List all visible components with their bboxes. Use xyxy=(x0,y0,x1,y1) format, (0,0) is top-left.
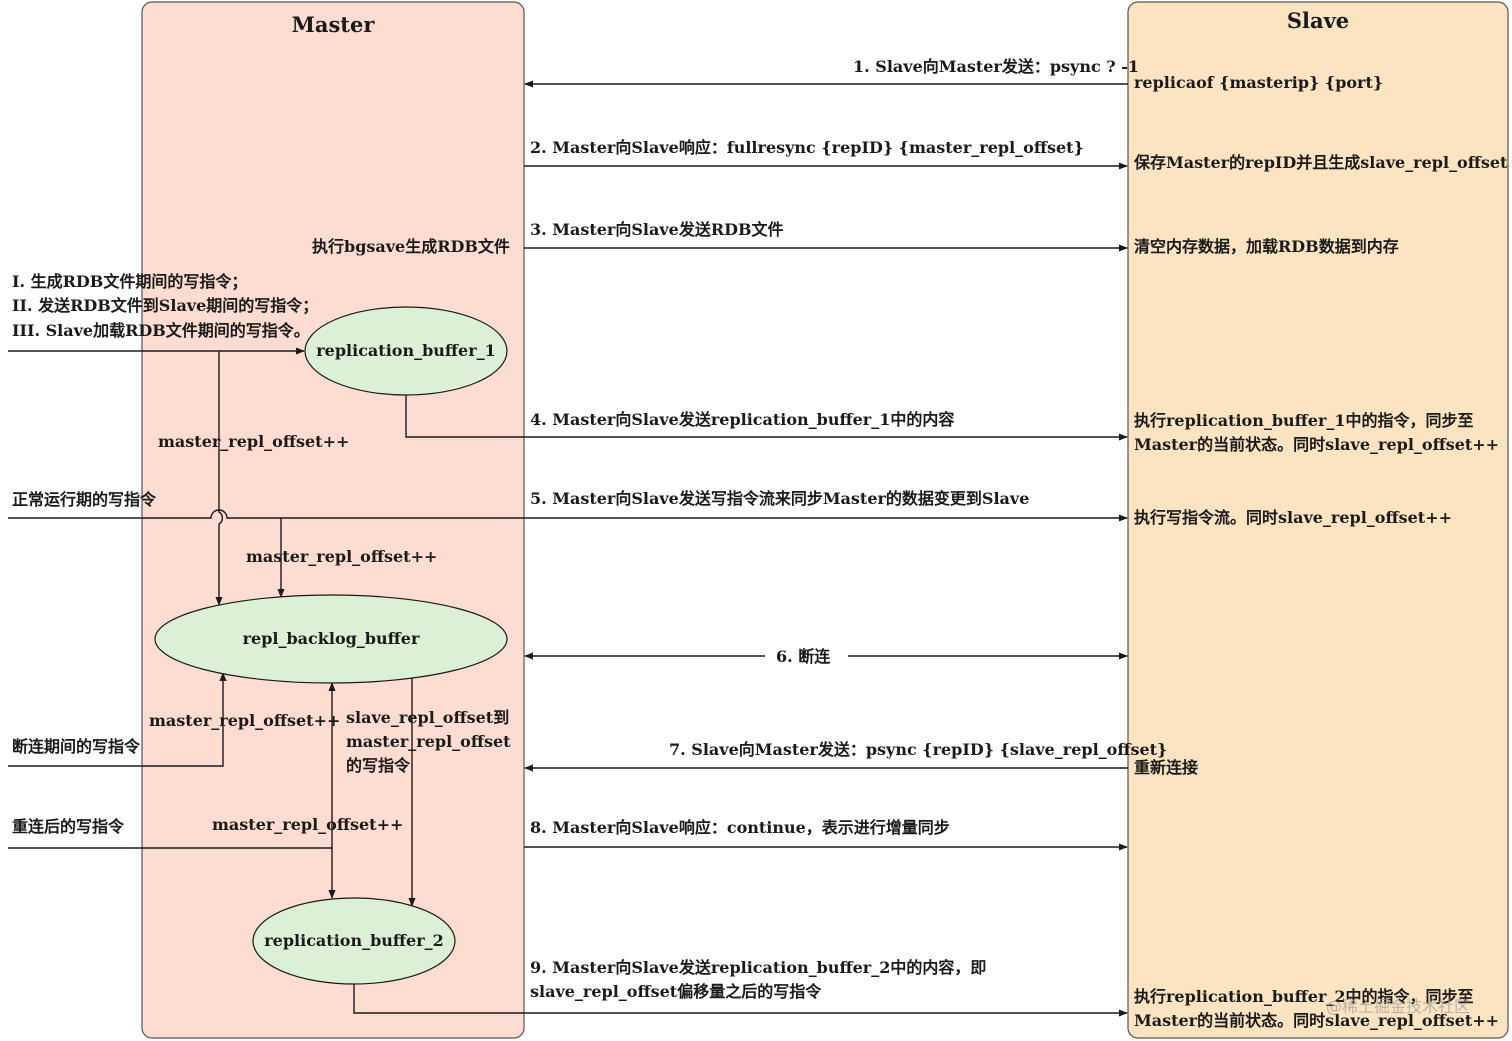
replication-buffer-2-node xyxy=(252,897,456,985)
offset-d-note: master_repl_offset++ xyxy=(212,815,404,834)
step7-label: 7. Slave向Master发送：psync {repID} {slave_r… xyxy=(669,740,1168,759)
replication-buffer-1-label: replication_buffer_1 xyxy=(316,341,496,360)
step4-arrow xyxy=(405,394,1128,441)
step8-label: 8. Master向Slave响应：continue，表示进行增量同步 xyxy=(530,818,950,837)
replication-buffer-1-node xyxy=(304,306,508,396)
step6-label: 6. 断连 xyxy=(776,647,831,666)
write-cmds-note-3: III. Slave加载RDB文件期间的写指令。 xyxy=(12,321,310,340)
exec-buffer2-note: 执行replication_buffer_2中的指令，同步至Master的当前状… xyxy=(1134,987,1500,1030)
reconnect-writes-note: 重连后的写指令 xyxy=(12,817,125,836)
disconnect-writes-arrow xyxy=(8,672,227,767)
step2-label: 2. Master向Slave响应：fullresync {repID} {ma… xyxy=(530,138,1084,157)
master-lane-title: Master xyxy=(291,12,375,37)
replicaof-note: replicaof {masterip} {port} xyxy=(1134,73,1384,92)
step3-label: 3. Master向Slave发送RDB文件 xyxy=(530,220,784,239)
slave-lane-title: Slave xyxy=(1286,8,1350,33)
exec-buffer1-note: 执行replication_buffer_1中的指令，同步至Master的当前状… xyxy=(1134,411,1500,454)
watermark: @稀土掘金技术社区 xyxy=(1326,997,1471,1016)
reconnect-note: 重新连接 xyxy=(1134,758,1199,777)
write-cmds-note-1: I. 生成RDB文件期间的写指令； xyxy=(12,272,248,291)
repl-backlog-buffer-label: repl_backlog_buffer xyxy=(242,629,420,648)
offset-a-note: master_repl_offset++ xyxy=(158,432,350,451)
step5-arrow xyxy=(8,509,1128,522)
master-lane xyxy=(141,1,525,1039)
step9-arrow xyxy=(353,983,1128,1017)
exec-stream-note: 执行写指令流。同时slave_repl_offset++ xyxy=(1134,508,1453,527)
normal-writes-note: 正常运行期的写指令 xyxy=(12,490,157,509)
step5-label: 5. Master向Slave发送写指令流来同步Master的数据变更到Slav… xyxy=(530,489,1030,508)
slave-lane xyxy=(1127,1,1509,1039)
replication-buffer-2-label: replication_buffer_2 xyxy=(264,931,444,950)
slave-to-master-offset-note: slave_repl_offset到master_repl_offset的写指令 xyxy=(346,708,511,775)
step9-label: 9. Master向Slave发送replication_buffer_2中的内… xyxy=(530,958,987,1001)
step4-label: 4. Master向Slave发送replication_buffer_1中的内… xyxy=(530,410,955,429)
step1-label: 1. Slave向Master发送：psync ? -1 xyxy=(853,57,1139,76)
offset-a-arrow xyxy=(215,351,224,606)
write-cmds-note-2: II. 发送RDB文件到Slave期间的写指令； xyxy=(12,296,319,315)
save-repid-note: 保存Master的repID并且生成slave_repl_offset xyxy=(1134,153,1508,172)
offset-c-note: master_repl_offset++ xyxy=(149,711,341,730)
offset-b-note: master_repl_offset++ xyxy=(246,547,438,566)
disconnect-writes-note: 断连期间的写指令 xyxy=(12,737,141,756)
load-rdb-note: 清空内存数据，加载RDB数据到内存 xyxy=(1134,237,1399,256)
repl-backlog-buffer-node xyxy=(154,594,508,684)
bgsave-note: 执行bgsave生成RDB文件 xyxy=(312,237,510,256)
